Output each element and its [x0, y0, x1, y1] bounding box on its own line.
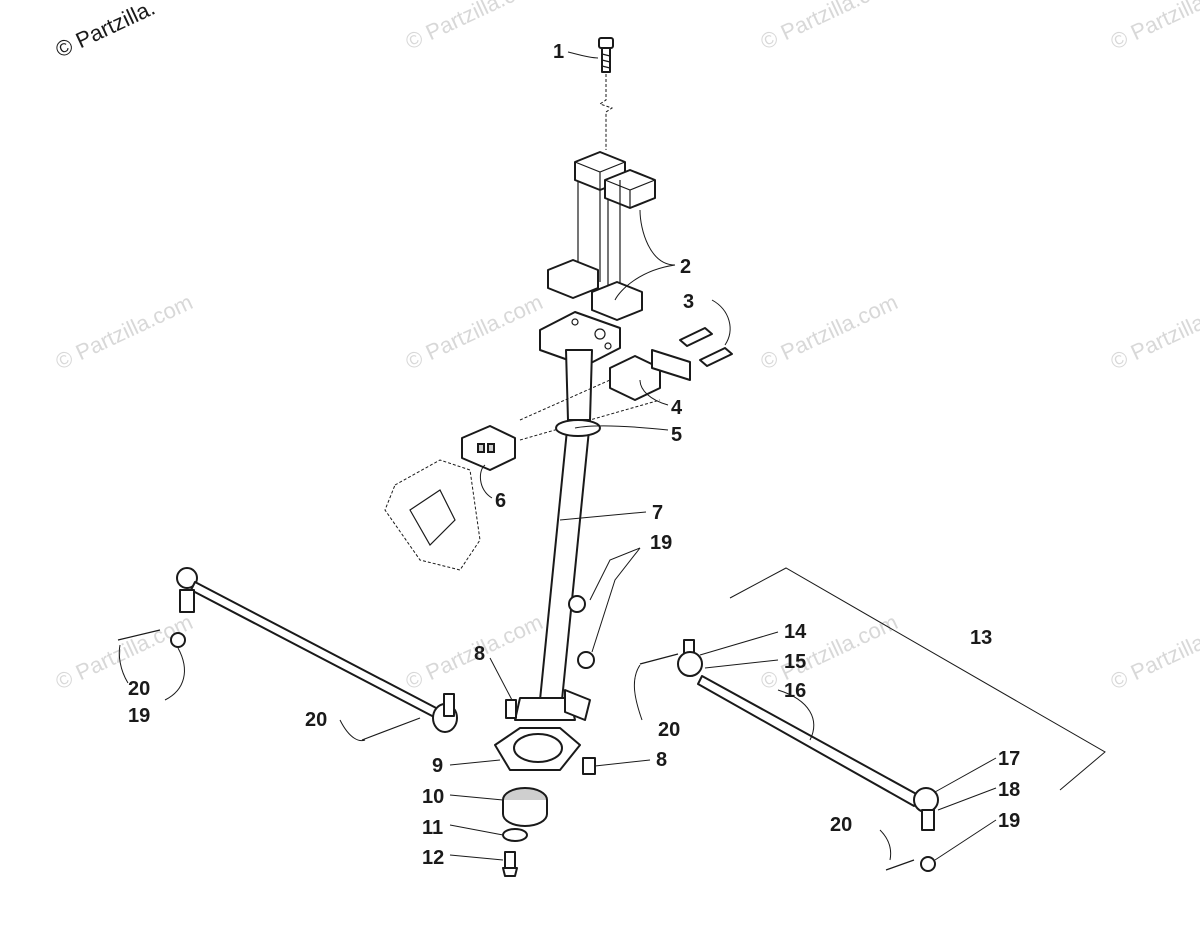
- watermark-8: © Partzilla.com: [52, 609, 197, 694]
- callout-3: 3: [683, 291, 694, 313]
- callout-8-lower: 8: [656, 749, 667, 771]
- callout-5: 5: [671, 424, 682, 446]
- part-1-bolt: [598, 37, 614, 150]
- part-3-bolts: [679, 299, 733, 367]
- callout-19-left-tie: 19: [128, 705, 150, 727]
- callout-14: 14: [784, 621, 807, 643]
- callout-15: 15: [784, 651, 806, 673]
- callout-19-right: 19: [998, 810, 1020, 832]
- left-tie-rod: [117, 567, 458, 741]
- callout-20-left-tie: 20: [128, 678, 150, 700]
- callout-11: 11: [422, 817, 443, 839]
- callout-20-center: 20: [305, 709, 327, 731]
- copyright-notice: © Partzilla.: [52, 0, 159, 63]
- watermark-6: © Partzilla.com: [757, 289, 902, 374]
- callout-4: 4: [671, 397, 683, 419]
- callout-7: 7: [652, 502, 663, 524]
- steering-mount-plate: [539, 311, 621, 421]
- callout-18: 18: [998, 779, 1020, 801]
- callout-17: 17: [998, 748, 1020, 770]
- callout-labels: 1 2 3 4 5 6 7 19 8 20 19 20 20 9 8 10 11…: [128, 41, 1020, 869]
- callout-13: 13: [970, 627, 992, 649]
- watermark-11: © Partzilla.com: [1107, 609, 1200, 694]
- part-6-block: [384, 425, 516, 571]
- callout-19-column: 19: [650, 532, 672, 554]
- callout-1: 1: [553, 41, 564, 63]
- watermarks: © Partzilla.com © Partzilla.com © Partzi…: [52, 0, 1200, 695]
- callout-20-right-center: 20: [658, 719, 680, 741]
- callout-9: 9: [432, 755, 443, 777]
- callout-10: 10: [422, 786, 444, 808]
- right-tie-rod: [639, 567, 1106, 872]
- callout-12: 12: [422, 847, 444, 869]
- part-19-nuts-column: [568, 547, 641, 669]
- part-7-steering-column: [514, 419, 601, 721]
- callout-8-upper: 8: [474, 643, 485, 665]
- watermark-4: © Partzilla.com: [52, 289, 197, 374]
- callout-6: 6: [495, 490, 506, 512]
- part-12-bolt: [502, 851, 518, 877]
- callout-2: 2: [680, 256, 691, 278]
- part-11-washer: [502, 828, 528, 842]
- part-9-flange: [494, 699, 596, 775]
- callout-20-right: 20: [830, 814, 852, 836]
- watermark-5: © Partzilla.com: [402, 289, 547, 374]
- watermark-7: © Partzilla.com: [1107, 289, 1200, 374]
- part-2-clamps: [547, 151, 656, 321]
- part-10-bearing: [502, 787, 548, 827]
- watermark-1: © Partzilla.com: [402, 0, 547, 55]
- part-4-block: [519, 349, 691, 441]
- leader-lines: [118, 51, 997, 861]
- watermark-2: © Partzilla.com: [757, 0, 902, 55]
- watermark-3: © Partzilla.com: [1107, 0, 1200, 55]
- callout-16: 16: [784, 680, 806, 702]
